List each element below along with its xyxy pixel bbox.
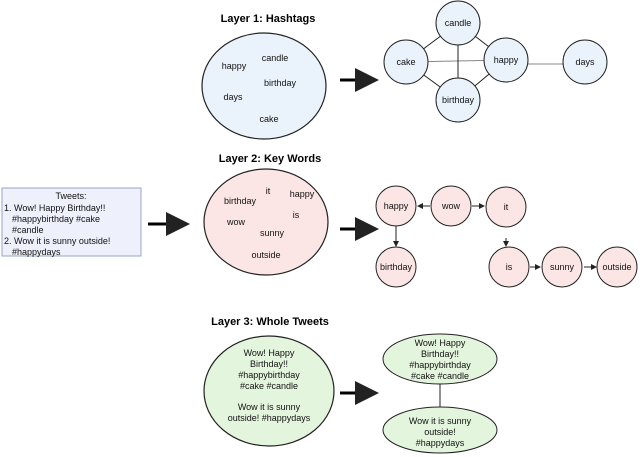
layer2-node-is: is [488,246,530,288]
svg-text:#cake #candle: #cake #candle [411,371,469,381]
tweet-line-5: #happydays [12,247,61,257]
svg-text:happy: happy [384,201,409,211]
svg-text:days: days [575,57,595,67]
layer2-node-birthday: birthday [375,246,417,288]
tweet-line-2: #happybirthday #cake [12,214,100,224]
tweet-line-4: 2. Wow it is sunny outside! [4,236,110,246]
layer1-node-happy: happy [483,37,529,83]
svg-text:Wow it is sunny: Wow it is sunny [409,416,472,426]
layer1-node-cake: cake [383,39,429,85]
svg-text:it: it [504,202,509,212]
tweets-box: Tweets: 1. Wow! Happy Birthday!! #happyb… [1,187,142,257]
layer1-word-cake: cake [259,114,278,124]
layer3-bag-tweet2-line2: outside! #happydays [228,413,311,423]
svg-text:birthday: birthday [442,95,475,105]
layer3-bag-tweet2-line1: Wow it is sunny [238,402,301,412]
svg-text:is: is [506,262,513,272]
layer1-graph: candle cake happy days birthday [383,0,608,123]
layer2-word-it: it [266,186,271,196]
svg-text:outside: outside [602,262,631,272]
layer1-node-candle: candle [435,0,481,46]
layer2-bag: it happy birthday is wow sunny outside [203,168,329,276]
layer1-node-days: days [562,39,608,85]
layer2-word-wow: wow [226,217,246,227]
layer3-bag: Wow! Happy Birthday!! #happybirthday #ca… [203,335,335,447]
layer2-word-sunny: sunny [260,228,285,238]
layer2-word-is: is [293,210,300,220]
svg-text:cake: cake [396,57,415,67]
layer3-bag-tweet1-line1: Wow! Happy [244,348,295,358]
tweets-title: Tweets: [55,191,86,201]
layer2-word-outside: outside [251,250,280,260]
svg-text:happy: happy [494,55,519,65]
layer2-node-it: it [485,186,527,228]
tweet-line-1: 1. Wow! Happy Birthday!! [4,203,105,213]
svg-text:#happydays: #happydays [416,438,465,448]
svg-text:Wow! Happy: Wow! Happy [415,338,466,348]
svg-text:Birthday!!: Birthday!! [421,349,459,359]
layer1-title: Layer 1: Hashtags [221,13,316,25]
layer2-node-wow: wow [430,185,472,227]
layer2-node-sunny: sunny [541,246,583,288]
layer1-word-candle: candle [262,53,289,63]
svg-text:outside!: outside! [424,427,456,437]
svg-text:#happybirthday: #happybirthday [409,360,471,370]
svg-text:candle: candle [445,18,472,28]
layer2-word-happy: happy [290,189,315,199]
layer3-bag-tweet1-line4: #cake #candle [240,381,298,391]
layer3-title: Layer 3: Whole Tweets [211,316,329,328]
layer2-graph: happy wow it birthday is sunny outside [375,185,638,288]
svg-text:birthday: birthday [380,262,413,272]
layer3-graph: Wow! Happy Birthday!! #happybirthday #ca… [382,333,498,454]
layer3-bag-tweet1-line3: #happybirthday [238,370,300,380]
layer3-node-tweet1: Wow! Happy Birthday!! #happybirthday #ca… [382,333,498,385]
layer2-title: Layer 2: Key Words [219,153,322,165]
svg-text:wow: wow [441,201,461,211]
layer3-node-tweet2: Wow it is sunny outside! #happydays [382,406,498,454]
layer3-bag-tweet1-line2: Birthday!! [250,359,288,369]
layer2-node-outside: outside [596,246,638,288]
layer2-word-birthday: birthday [224,196,257,206]
layer2-node-happy: happy [375,185,417,227]
layer1-word-days: days [223,92,243,102]
layer1-node-birthday: birthday [435,77,481,123]
svg-text:sunny: sunny [550,262,575,272]
layer1-word-birthday: birthday [264,78,297,88]
layer1-word-happy: happy [222,61,247,71]
tweet-line-3: #candle [12,225,44,235]
layer1-bag: happy candle birthday days cake [201,32,327,140]
